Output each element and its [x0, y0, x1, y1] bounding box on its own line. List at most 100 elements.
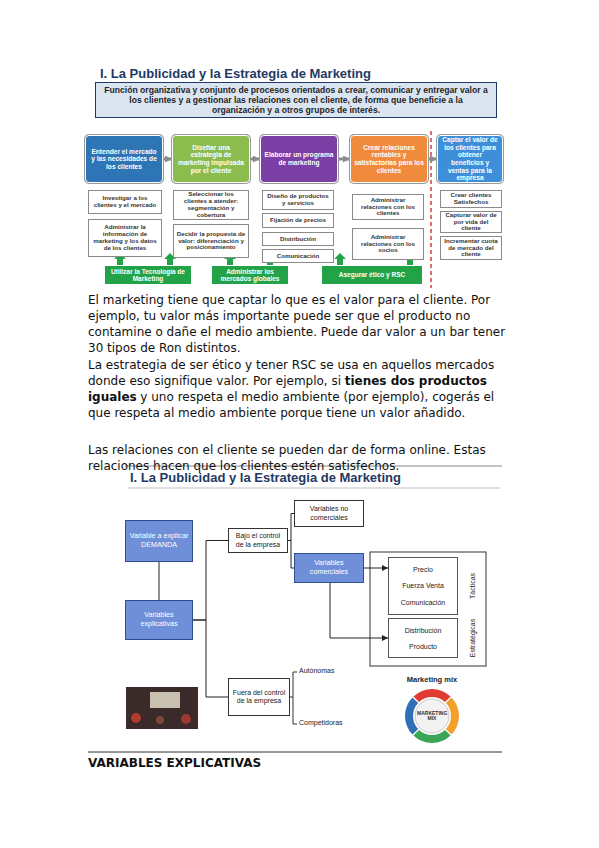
node-text: Capturar valor de por vida del cliente: [443, 212, 499, 233]
connector: [338, 158, 350, 161]
paragraph: El marketing tiene que captar lo que es …: [88, 293, 505, 355]
connector: [364, 568, 388, 569]
divider-line: [430, 131, 432, 288]
variable-box: Variables explicativas: [125, 600, 193, 640]
task-box: Comunicación: [262, 249, 334, 263]
process-step: Captar el valor de los clientes para obt…: [437, 135, 503, 183]
support-bar: Utilizar la Tecnología de Marketing: [105, 266, 191, 284]
mix-frame: [370, 552, 486, 666]
variable-box: Variable a explicar DEMANDA: [125, 520, 193, 562]
task-box: Diseño de productos y servicios: [262, 190, 334, 210]
process-step: Entender el mercado y las necesidades de…: [85, 135, 163, 183]
mix-group: DistribuciónProductoEstratégicas: [388, 618, 458, 658]
connector: [163, 158, 172, 161]
paragraph: y uno respeta el medio ambiente (por eje…: [88, 390, 494, 420]
node-text: Captar el valor de los clientes para obt…: [441, 136, 499, 181]
node-text: Diseñar una estrategia de marketing impu…: [176, 144, 246, 174]
support-bar: Asegurar ético y RSC: [322, 266, 422, 284]
node-text: Fuera del control de la empresa: [231, 689, 287, 706]
node-text: Tácticas: [469, 573, 476, 599]
task-box: Distribución: [262, 232, 334, 246]
node-text: Seleccionar los clientes a atender: segm…: [176, 191, 246, 219]
process-step: Crear relaciones rentables y satisfactor…: [350, 135, 428, 183]
support-bar: Administrar los mercados globales: [212, 266, 288, 284]
task-box: Fijación de precios: [262, 213, 334, 228]
connector: [250, 158, 260, 161]
node-text: Utilizar la Tecnología de Marketing: [108, 268, 188, 282]
node-text: Comunicación: [401, 599, 445, 606]
bracket-line: [290, 672, 297, 724]
node-text: Marketing mix: [407, 675, 457, 684]
node-text: Elaborar un programa de marketing: [264, 151, 334, 166]
task-box: Investigar a los clientes y el mercado: [88, 190, 162, 214]
connectors: [159, 159, 437, 697]
node-text: Comunicación: [277, 253, 320, 260]
section-rule: [88, 752, 502, 753]
task-box: Capturar valor de por vida del cliente: [440, 211, 502, 233]
photo: [126, 687, 198, 729]
photo-figure: [181, 714, 191, 724]
node-text: Variables explicativas: [128, 611, 190, 628]
category-box: Variables no comerciales: [294, 500, 364, 527]
node-text: Crear clientes Satisfechos: [443, 192, 499, 206]
paragraph-block: El marketing tiene que captar lo que es …: [88, 292, 510, 356]
process-step: Diseñar una estrategia de marketing impu…: [172, 135, 250, 183]
node-text: Variables no comerciales: [297, 505, 361, 522]
ring-center: [415, 699, 449, 733]
node-text: Asegurar ético y RSC: [339, 271, 405, 278]
node-text: Diseño de productos y servicios: [265, 193, 331, 207]
photo-frame: [126, 687, 198, 729]
paragraph-block: La estrategia de ser ético y tener RSC s…: [88, 357, 510, 421]
category-box: Bajo el control de la empresa: [228, 528, 288, 553]
node-text: Variables comerciales: [297, 559, 361, 576]
mix-group: PrecioFuerza VentaComunicaciónTácticas: [388, 557, 458, 615]
category-label: Autónomas: [299, 667, 334, 674]
node-text: Distribución: [405, 627, 442, 634]
connector: [159, 562, 160, 600]
task-box: Administrar relaciones con los clientes: [352, 194, 424, 220]
slide-rule: [128, 488, 500, 489]
task-box: Administrar relaciones con los socios: [352, 228, 424, 260]
slide-title: I. La Publicidad y la Estrategia de Mark…: [100, 66, 371, 81]
category-label-block: Autónomas: [299, 667, 359, 674]
section-heading: VARIABLES EXPLICATIVAS: [88, 756, 261, 770]
mix-circle: Marketing mixMARKETING MIX: [404, 688, 460, 744]
variable-box: Variables comerciales: [294, 553, 364, 583]
node-text: Variable a explicar DEMANDA: [128, 532, 190, 549]
node-text: MARKETING MIX: [417, 711, 447, 722]
category-label-block: Competidoras: [299, 719, 359, 726]
category-box: Fuera del control de la empresa: [228, 678, 290, 716]
node-text: Producto: [409, 643, 437, 650]
definition-box: Función organizativa y conjunto de proce…: [95, 82, 497, 118]
task-box: Decidir la propuesta de valor: diferenci…: [173, 224, 249, 258]
node-text: Crear relaciones rentables y satisfactor…: [354, 144, 424, 174]
task-box: Crear clientes Satisfechos: [440, 190, 502, 208]
process-step: Elaborar un programa de marketing: [260, 135, 338, 183]
task-box: Incrementar cuota de mercado del cliente: [440, 236, 502, 260]
photo-screen: [150, 692, 180, 708]
node-text: Bajo el control de la empresa: [231, 532, 285, 549]
connector: [428, 158, 437, 161]
node-text: Fuerza Venta: [402, 582, 444, 589]
connector: [193, 541, 228, 621]
node-text: Administrar los mercados globales: [215, 268, 285, 282]
paragraph-block: Las relaciones con el cliente se pueden …: [88, 442, 510, 474]
node-text: Administrar relaciones con los socios: [355, 234, 421, 255]
node-text: Distribución: [280, 236, 316, 243]
node-text: Función organizativa y conjunto de proce…: [102, 85, 490, 116]
node-text: Decidir la propuesta de valor: diferenci…: [176, 231, 246, 252]
node-text: Administrar relaciones con los clientes: [355, 197, 421, 218]
node-text: Administrar la información de marketing …: [91, 224, 159, 252]
node-text: Incrementar cuota de mercado del cliente: [443, 238, 499, 259]
category-label: Competidoras: [299, 719, 343, 726]
node-text: Entender el mercado y las necesidades de…: [89, 148, 159, 171]
task-box: Seleccionar los clientes a atender: segm…: [173, 190, 249, 220]
connector: [193, 620, 228, 697]
photo-figure: [156, 716, 164, 724]
photo-figure: [131, 713, 141, 723]
node-text: Investigar a los clientes y el mercado: [91, 195, 159, 209]
node-text: Fijación de precios: [270, 217, 326, 224]
connector: [330, 583, 388, 638]
paragraph: Las relaciones con el cliente se pueden …: [88, 443, 486, 473]
